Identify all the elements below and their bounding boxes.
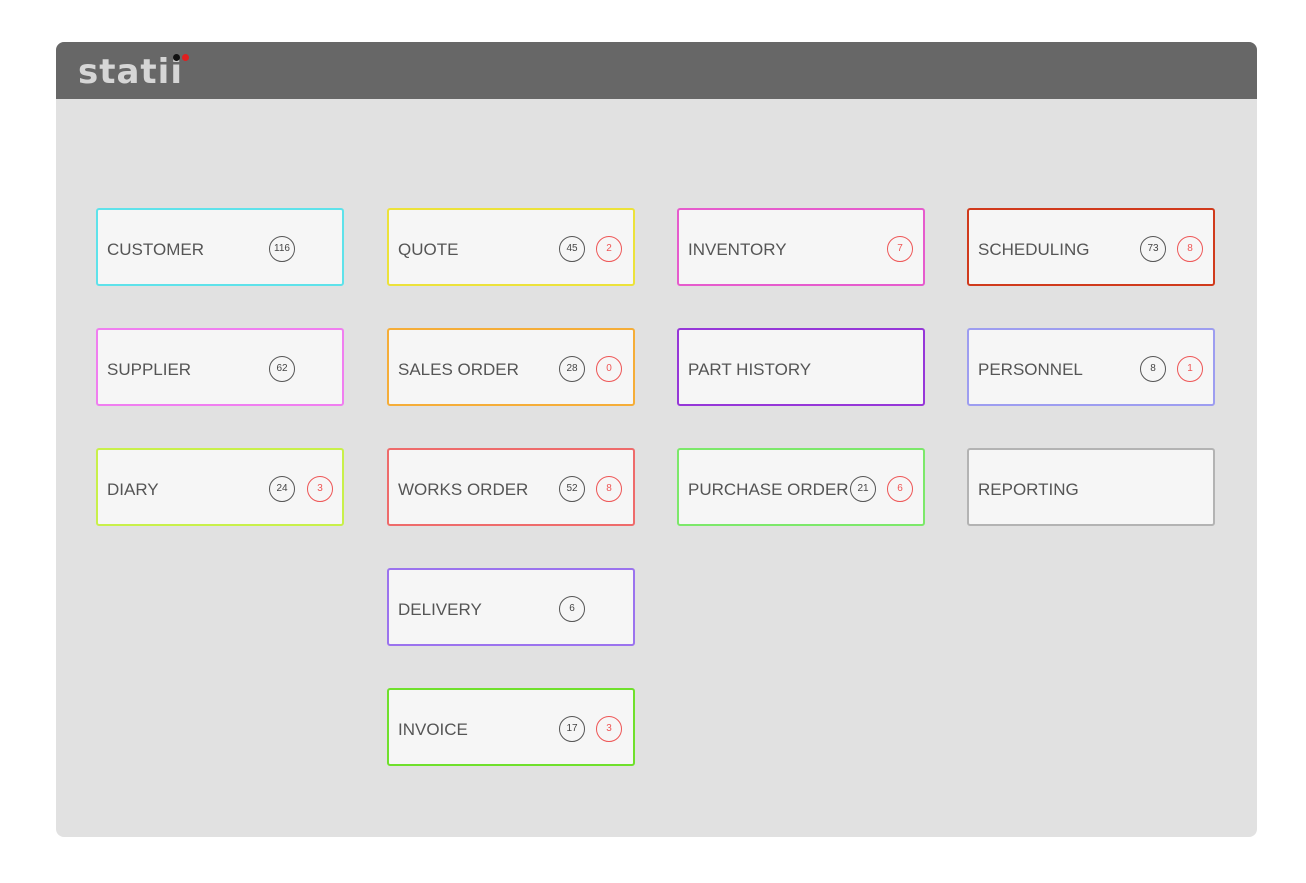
count-badge: 17 <box>559 716 585 742</box>
tile-label: DELIVERY <box>398 600 482 619</box>
tile-label: SUPPLIER <box>107 360 192 379</box>
tile-part-history[interactable]: PART HISTORY <box>677 328 925 406</box>
tile-reporting[interactable]: REPORTING <box>967 448 1215 526</box>
count-badge: 116 <box>269 236 295 262</box>
statii-logo[interactable]: statii <box>78 52 198 92</box>
tile-label: DIARY <box>107 480 159 499</box>
count-badge: 8 <box>1140 356 1166 382</box>
app-window: statii CUSTOMER 116 SUPPLIER 62 DIARY 24… <box>56 42 1257 837</box>
tile-label: INVOICE <box>398 720 468 739</box>
tile-works-order[interactable]: WORKS ORDER 52 8 <box>387 448 635 526</box>
tile-label: SALES ORDER <box>398 360 519 379</box>
tile-delivery[interactable]: DELIVERY 6 <box>387 568 635 646</box>
logo-dot-red <box>182 54 189 61</box>
tile-label: SCHEDULING <box>978 240 1090 259</box>
alert-badge: 0 <box>596 356 622 382</box>
count-badge: 24 <box>269 476 295 502</box>
tile-label: PART HISTORY <box>688 360 812 379</box>
alert-badge: 8 <box>1177 236 1203 262</box>
count-badge: 62 <box>269 356 295 382</box>
count-badge: 45 <box>559 236 585 262</box>
tile-label: QUOTE <box>398 240 459 259</box>
tile-label: WORKS ORDER <box>398 480 529 499</box>
logo-text: statii <box>78 52 183 92</box>
tile-supplier[interactable]: SUPPLIER 62 <box>96 328 344 406</box>
alert-badge: 2 <box>596 236 622 262</box>
tile-sales-order[interactable]: SALES ORDER 28 0 <box>387 328 635 406</box>
top-bar: statii <box>56 42 1257 99</box>
logo-dot-black <box>173 54 180 61</box>
tile-invoice[interactable]: INVOICE 17 3 <box>387 688 635 766</box>
alert-badge: 6 <box>887 476 913 502</box>
alert-badge: 7 <box>887 236 913 262</box>
alert-badge: 8 <box>596 476 622 502</box>
count-badge: 21 <box>850 476 876 502</box>
count-badge: 52 <box>559 476 585 502</box>
count-badge: 73 <box>1140 236 1166 262</box>
count-badge: 6 <box>559 596 585 622</box>
tile-quote[interactable]: QUOTE 45 2 <box>387 208 635 286</box>
tile-customer[interactable]: CUSTOMER 116 <box>96 208 344 286</box>
alert-badge: 3 <box>596 716 622 742</box>
tile-scheduling[interactable]: SCHEDULING 73 8 <box>967 208 1215 286</box>
alert-badge: 1 <box>1177 356 1203 382</box>
tile-label: INVENTORY <box>688 240 787 259</box>
tile-inventory[interactable]: INVENTORY 7 <box>677 208 925 286</box>
count-badge: 28 <box>559 356 585 382</box>
tile-label: PERSONNEL <box>978 360 1083 379</box>
alert-badge: 3 <box>307 476 333 502</box>
tile-label: CUSTOMER <box>107 240 204 259</box>
tile-label: PURCHASE ORDER <box>688 480 849 499</box>
tile-purchase-order[interactable]: PURCHASE ORDER 21 6 <box>677 448 925 526</box>
tile-label: REPORTING <box>978 480 1079 499</box>
tile-personnel[interactable]: PERSONNEL 8 1 <box>967 328 1215 406</box>
tile-diary[interactable]: DIARY 24 3 <box>96 448 344 526</box>
